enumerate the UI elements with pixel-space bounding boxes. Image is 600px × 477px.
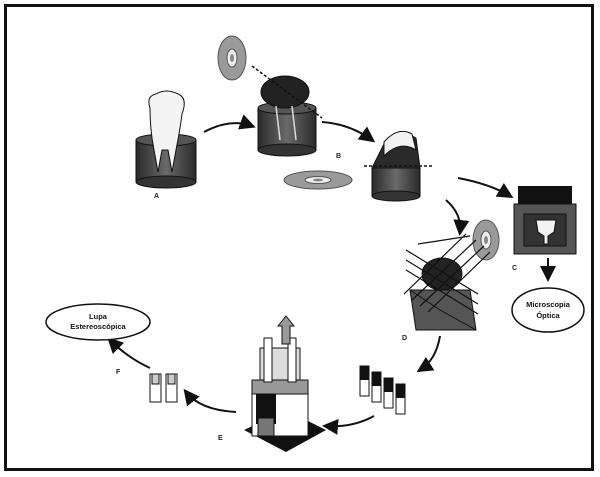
arrow-d-to-sticks: [416, 335, 441, 373]
step-f-label: F: [116, 369, 121, 376]
arrow-to-c: [457, 177, 514, 199]
oval-microscopia-line2: Óptica: [536, 311, 560, 320]
step-a-label: A: [154, 193, 159, 200]
step-b-half-block: [364, 130, 432, 202]
arrow-e-to-f: [183, 388, 237, 413]
oval-lupa-line2: Estereoscópica: [70, 322, 126, 331]
step-c-label: C: [512, 265, 517, 272]
section-disc-top: [217, 35, 247, 81]
step-b-sectioned-block: [251, 65, 323, 157]
step-e-testing-machine: [244, 315, 326, 452]
oval-lupa-estereoscopica: Lupa Estereoscópica: [45, 303, 151, 341]
arrow-f-to-lupa: [107, 337, 151, 369]
section-disc-c: [472, 219, 500, 261]
step-d-label: D: [402, 335, 407, 342]
section-disc-flat: [283, 170, 353, 190]
arrow-a-to-b: [203, 114, 256, 133]
oval-microscopia-optica: Microscopia Óptica: [511, 287, 585, 333]
arrow-to-d: [445, 199, 470, 236]
specimen-sticks: [359, 365, 406, 415]
oval-microscopia-line1: Microscopia: [526, 300, 571, 309]
arrow-sticks-to-e: [322, 415, 375, 435]
step-b-label: B: [336, 153, 341, 160]
step-d-grid-block: [403, 233, 491, 331]
step-c-microscope: [513, 186, 577, 255]
step-a-tooth-block: [135, 90, 197, 189]
step-e-label: E: [218, 435, 223, 442]
oval-lupa-line1: Lupa: [89, 312, 108, 321]
arrow-b-to-block2: [321, 121, 376, 143]
step-f-specimens: [149, 373, 178, 403]
figure-frame: [4, 4, 594, 471]
